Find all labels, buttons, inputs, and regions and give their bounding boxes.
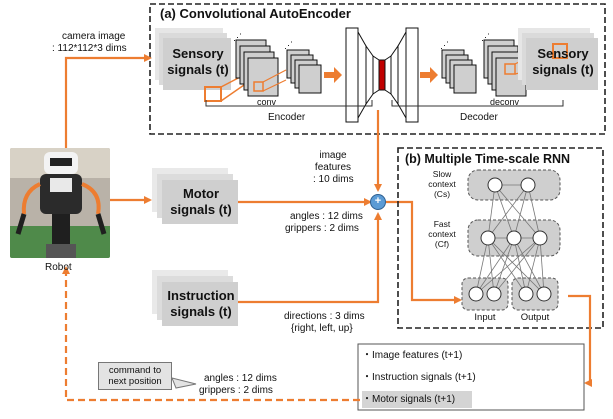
decoder-brace [391, 100, 564, 107]
mtrnn-title: (b) Multiple Time-scale RNN [405, 152, 571, 166]
motor-stack [152, 168, 238, 224]
command-callout: command to next position [98, 362, 172, 390]
mtrnn-frame [397, 147, 604, 329]
output-item-instruction: ・Instruction signals (t+1) [362, 372, 476, 383]
fast-label-2: context [428, 229, 456, 239]
rnn-link [525, 237, 541, 295]
conv-dots-2: ⋰ [284, 40, 293, 50]
conv-label: conv [257, 97, 277, 107]
rnn-neuron [486, 286, 502, 302]
rnn-link [494, 184, 515, 239]
sum-to-mtrnn [386, 200, 462, 304]
features-label-3: : 10 dims [313, 174, 354, 185]
slow-label-2: context [428, 179, 456, 189]
cae-input-label: Sensory signals (t) [167, 46, 229, 77]
command-angles-label: angles : 12 dims [204, 373, 277, 384]
fc-hourglass [345, 27, 419, 123]
rnn-connections [475, 184, 545, 295]
decoder-label: Decoder [460, 112, 498, 123]
conv-stack-2 [286, 49, 322, 94]
robot-photo [10, 148, 110, 258]
motor-angles-label: angles : 12 dims [290, 211, 363, 222]
instruction-values-label: {right, left, up} [291, 323, 353, 334]
callout-pointer [171, 377, 197, 389]
mtrnn-to-outputs [568, 294, 592, 387]
rnn-link [475, 237, 541, 295]
rnn-neuron [487, 177, 503, 193]
rnn-link [527, 184, 541, 239]
input-crop-highlight [204, 86, 222, 102]
instruction-directions-label: directions : 3 dims [284, 311, 365, 322]
camera-arrow [64, 54, 152, 148]
slow-label-3: (Cs) [433, 189, 451, 199]
cae-arrow-in [324, 67, 342, 83]
encoder-brace [205, 100, 373, 107]
robot-label: Robot [45, 262, 72, 273]
output-layer-label: Output [520, 312, 550, 323]
cae-title: (a) Convolutional AutoEncoder [160, 6, 351, 21]
rnn-link [487, 237, 495, 295]
rnn-link [513, 237, 527, 295]
rnn-link [539, 237, 545, 295]
rnn-neuron [506, 230, 522, 246]
rnn-link [487, 237, 545, 295]
rnn-neuron [468, 286, 484, 302]
rnn-neurons [468, 177, 552, 302]
rnn-link [475, 237, 515, 295]
conv-dots-1: ⋰ [233, 32, 242, 42]
camera-label-2: : 112*112*3 dims [52, 43, 127, 54]
sum-node [370, 194, 386, 210]
output-item-image: ・Image features (t+1) [362, 350, 463, 361]
deconv-label: deconv [490, 97, 520, 107]
motor-block-label: Motor signals (t) [170, 186, 232, 217]
slow-label-1: Slow [432, 169, 452, 179]
camera-label-1: camera image [62, 31, 126, 42]
robot-figure [10, 148, 110, 258]
command-grippers-label: grippers : 2 dims [199, 385, 273, 396]
instruction-to-sum [238, 212, 382, 304]
cae-arrow-out [420, 67, 438, 83]
rnn-link [487, 237, 527, 295]
motor-grippers-label: grippers : 2 dims [285, 223, 359, 234]
rnn-neuron [518, 286, 534, 302]
instruction-block-label: Instruction signals (t) [167, 288, 235, 319]
cae-output-stack [518, 28, 598, 90]
features-label-2: features [314, 162, 352, 173]
rnn-link [493, 237, 515, 295]
output-crop-highlight [552, 43, 568, 59]
motor-output-highlight [362, 391, 472, 408]
rnn-neuron [480, 230, 496, 246]
deconv-dots-2: ⋰ [481, 32, 490, 42]
command-line-2: next position [108, 376, 162, 388]
rnn-link [475, 237, 489, 295]
fast-label-1: Fast [433, 219, 451, 229]
fast-label-3: (Cf) [434, 239, 450, 249]
rnn-link [494, 184, 541, 239]
deconv-stack-1 [441, 49, 477, 94]
rnn-link [487, 184, 496, 239]
rnn-link [487, 184, 529, 239]
encoder-label: Encoder [268, 112, 306, 123]
cae-input-stack [155, 28, 231, 90]
conv-stack-1 [235, 39, 279, 97]
sum-symbol: + [374, 195, 382, 207]
cae-output-label: Sensory signals (t) [532, 46, 594, 77]
input-layer-label: Input [474, 312, 496, 323]
rnn-link [513, 184, 529, 239]
instruction-stack [152, 270, 238, 326]
command-line-1: command to [108, 365, 162, 376]
rnn-link [493, 237, 541, 295]
rnn-neuron [536, 286, 552, 302]
output-item-motor: ・Motor signals (t+1) [362, 394, 456, 405]
rnn-neuron [520, 177, 536, 193]
features-label-1: image [319, 150, 347, 161]
rnn-link [513, 237, 545, 295]
deconv-dots-1: ⋰ [440, 40, 449, 50]
rnn-neuron [532, 230, 548, 246]
